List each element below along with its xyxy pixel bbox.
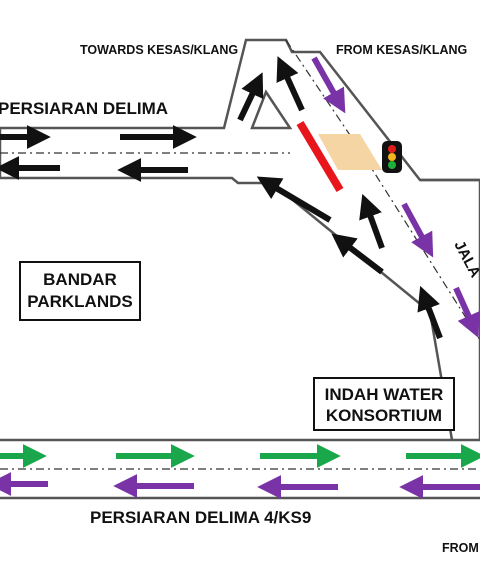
arrow-slip-left [237,72,264,122]
arrow-diag-3 [359,193,385,250]
arrow-purple-3 [453,286,480,338]
indah-water-box: INDAH WATER KONSORTIUM [313,377,455,431]
towards-kesas-label: TOWARDS KESAS/KLANG [80,43,238,57]
bandar-label-line2: PARKLANDS [27,292,132,311]
indah-label-line1: INDAH WATER [325,385,444,404]
arrow-purple-2 [401,202,434,258]
from-kesas-label: FROM KESAS/KLANG [336,43,467,57]
arrow-purple-1 [311,56,346,114]
persiaran-delima-label: PERSIARAN DELIMA [0,99,168,118]
arrow-slip-right [276,56,305,112]
bandar-label-line1: BANDAR [43,270,117,289]
arrow-diag-4 [417,285,443,340]
road-closure-bar [296,120,344,193]
black-arrows [0,56,443,340]
persiaran-delima-4-label: PERSIARAN DELIMA 4/KS9 [90,508,311,527]
junction-area [318,134,382,170]
arrow-diag-1 [256,176,332,223]
arrow-diag-2 [331,233,384,275]
traffic-island [250,89,293,130]
indah-label-line2: KONSORTIUM [326,406,442,425]
traffic-light-icon [382,141,402,173]
purple-arrows [0,56,480,499]
from-label: FROM [442,541,479,555]
bandar-parklands-box: BANDAR PARKLANDS [19,261,141,321]
